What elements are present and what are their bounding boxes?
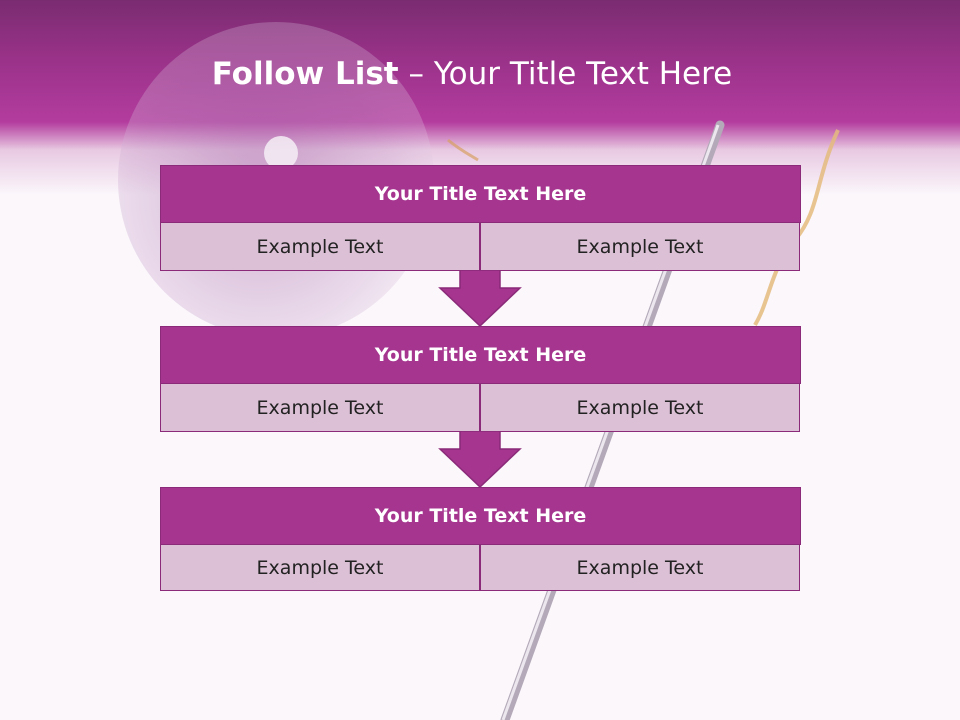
row-title: Your Title Text Here — [160, 487, 801, 545]
down-arrow-icon — [438, 270, 522, 328]
row-title: Your Title Text Here — [160, 165, 801, 223]
row-title: Your Title Text Here — [160, 326, 801, 384]
row-cell-left: Example Text — [160, 383, 480, 432]
row-cell-left: Example Text — [160, 222, 480, 271]
title-bold: Follow List — [211, 56, 399, 92]
button-hole-icon — [264, 136, 298, 170]
row-cell-right: Example Text — [480, 222, 800, 271]
row-cell-left: Example Text — [160, 544, 480, 591]
page-title: Follow List – Your Title Text Here — [0, 52, 944, 96]
row-cell-right: Example Text — [480, 544, 800, 591]
title-rest: – Your Title Text Here — [398, 56, 733, 92]
down-arrow-icon — [438, 431, 522, 489]
thread-left-icon — [447, 138, 479, 162]
row-cell-right: Example Text — [480, 383, 800, 432]
